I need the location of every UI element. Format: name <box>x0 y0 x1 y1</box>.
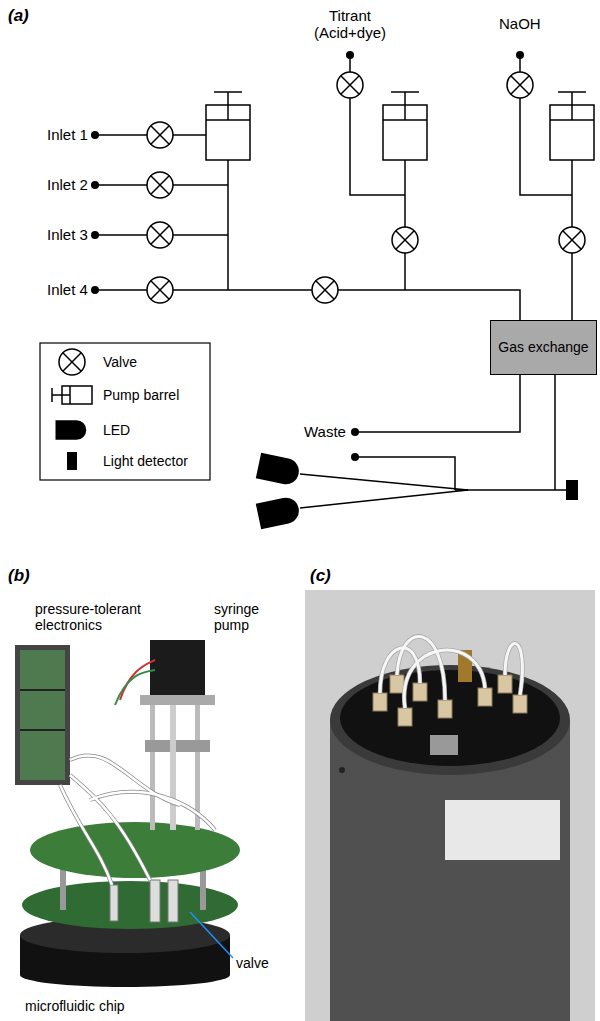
housing-photo <box>305 590 595 1021</box>
inlet-label: Inlet 3 <box>47 226 88 243</box>
light-detector <box>566 480 578 500</box>
process-box: Gas exchange <box>490 320 597 375</box>
legend-text: Pump barrel <box>103 387 179 403</box>
reagent-label: NaOH <box>499 15 541 32</box>
part-label: pressure-tolerant electronics <box>35 601 160 633</box>
port-dots <box>91 51 524 461</box>
part-label: microfluidic chip <box>25 998 125 1014</box>
panel-letter: (a) <box>8 6 29 26</box>
panel-letter: (b) <box>8 566 30 586</box>
legend-text: Valve <box>103 354 137 370</box>
outlet-label: Waste <box>304 423 346 440</box>
panel-letter: (c) <box>310 566 331 586</box>
inlet-label: Inlet 2 <box>47 176 88 193</box>
instrument-photo <box>15 640 240 987</box>
legend-box <box>40 343 210 480</box>
box-text: Gas exchange <box>498 339 588 356</box>
inlet-label: Inlet 4 <box>47 281 88 298</box>
reagent-label: Titrant (Acid+dye) <box>305 7 395 42</box>
part-label: syringe pump <box>214 601 274 633</box>
legend-text: LED <box>103 422 130 438</box>
legend-text: Light detector <box>103 453 188 469</box>
part-label: valve <box>236 955 269 971</box>
inlet-label: Inlet 1 <box>47 126 88 143</box>
valve-symbols <box>147 72 585 303</box>
led-symbols <box>256 453 302 530</box>
pump-barrels <box>206 92 594 160</box>
